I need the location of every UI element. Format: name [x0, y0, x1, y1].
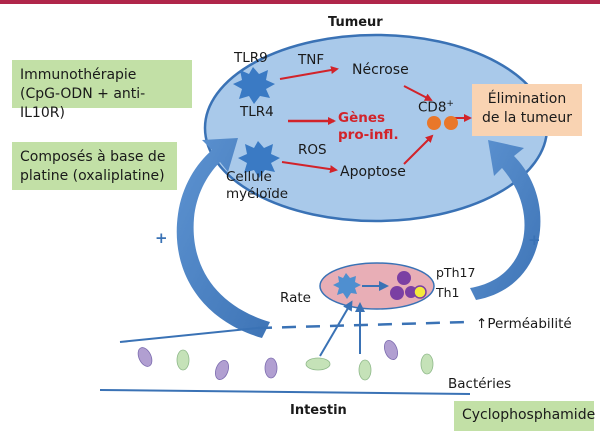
- arrow-necrose-to-cd8: [403, 85, 433, 101]
- tlr4-label: TLR4: [240, 104, 274, 120]
- immunotherapy-line1: Immunothérapie: [20, 67, 137, 83]
- genes-line2: pro-infl.: [338, 127, 399, 143]
- bacterium-2: [176, 349, 190, 371]
- cd8-text: CD8: [418, 99, 447, 116]
- tlr9-cell-icon: [233, 67, 275, 104]
- bacterium-6: [358, 359, 372, 381]
- immunotherapy-box: Immunothérapie (CpG-ODN + anti-IL10R): [12, 60, 192, 121]
- necrose-label: Nécrose: [352, 62, 409, 78]
- plus-sign-right: +: [528, 231, 541, 249]
- spleen-blue-cell-icon: [333, 273, 361, 299]
- bacterium-3: [215, 359, 229, 381]
- intestine-label: Intestin: [290, 403, 347, 418]
- myeloid-cell-line2: myéloïde: [226, 186, 289, 202]
- plus-sign-left: +: [155, 229, 168, 247]
- bacterium-1: [137, 347, 153, 367]
- top-accent-bar: [0, 0, 600, 4]
- cd8-superscript: +: [446, 99, 454, 109]
- bacterium-5: [305, 357, 331, 371]
- arrow-tlr9-to-tnf: [279, 66, 339, 80]
- bacterium-8: [420, 353, 434, 375]
- cd8-cell-1: [427, 116, 441, 130]
- cd8-cell-2: [444, 116, 458, 130]
- intestine-wall-line: [99, 389, 471, 395]
- right-curved-arrow: [470, 140, 541, 300]
- tumor-title: Tumeur: [328, 15, 383, 30]
- cyclophosphamide-box: Cyclophosphamide: [454, 401, 596, 431]
- platinum-line2: platine (oxaliplatine): [20, 168, 165, 184]
- th-cell-purple-2: [390, 286, 404, 300]
- myeloid-cell-line1: Cellule: [226, 169, 272, 185]
- left-curved-arrow: [176, 138, 270, 338]
- immunotherapy-line2: (CpG-ODN + anti-IL10R): [20, 86, 146, 121]
- bacterium-7: [384, 339, 398, 361]
- th1-cell-yellow: [413, 285, 427, 299]
- pth17-label: pTh17: [436, 265, 476, 280]
- gut-to-spleen-arrow-1: [319, 300, 353, 357]
- th-cell-purple-1: [397, 271, 411, 285]
- cyclophosphamide-label: Cyclophosphamide: [462, 407, 596, 423]
- elimination-line2: de la tumeur: [481, 110, 573, 126]
- tlr9-label: TLR9: [234, 50, 268, 66]
- permeability-label: ↑Perméabilité: [476, 316, 572, 333]
- th1-label: Th1: [436, 285, 460, 300]
- rate-label: Rate: [280, 290, 311, 306]
- ros-label: ROS: [298, 142, 327, 158]
- up-arrow-icon: ↑: [476, 316, 488, 332]
- permeability-text: Perméabilité: [487, 316, 572, 332]
- platinum-box: Composés à base de platine (oxaliplatine…: [12, 142, 177, 190]
- bacterium-4: [264, 357, 278, 379]
- bacteria-label: Bactéries: [448, 376, 512, 392]
- tnf-label: TNF: [298, 52, 325, 68]
- arrow-cell-to-apoptose: [281, 161, 338, 174]
- tlr4-cell-icon: [238, 141, 280, 178]
- genes-line1: Gènes: [338, 110, 386, 126]
- apoptose-label: Apoptose: [340, 164, 406, 180]
- platinum-line1: Composés à base de: [20, 149, 166, 165]
- arrow-apoptose-to-cd8: [403, 134, 434, 165]
- elimination-line1: Élimination: [487, 91, 567, 107]
- elimination-box: Élimination de la tumeur: [472, 84, 582, 136]
- cd8-label: CD8+: [418, 96, 454, 117]
- gut-barrier-solid: [119, 327, 259, 343]
- gut-barrier-dashed: [257, 320, 469, 330]
